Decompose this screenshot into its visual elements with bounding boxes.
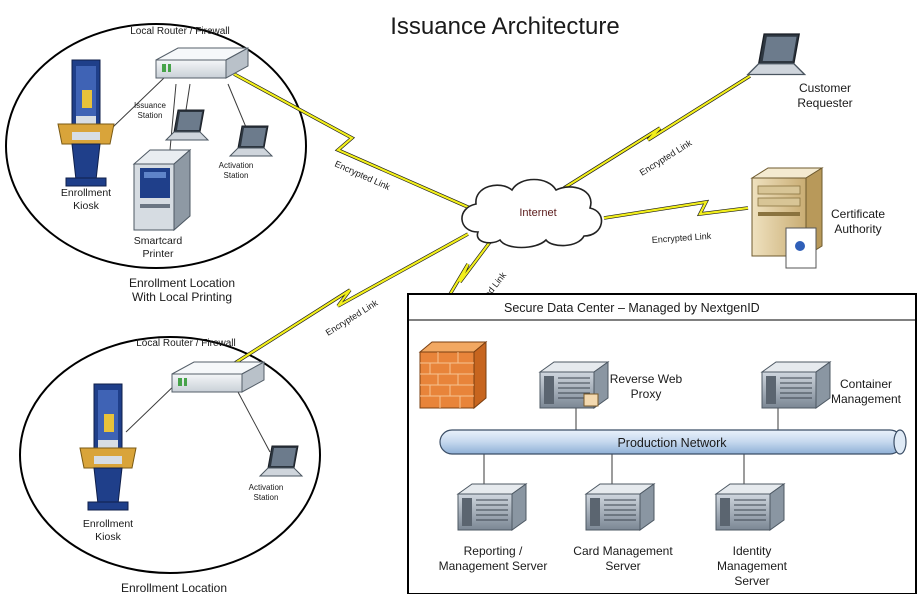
location-2-kiosk-label-line2: Kiosk (95, 531, 121, 543)
reverse-proxy-label-line1: Reverse Web (610, 372, 683, 386)
encrypted-link-ca (603, 200, 749, 220)
location-1-caption-line1: Enrollment Location (129, 276, 235, 290)
card-label-line1: Card Management (573, 544, 673, 558)
customer-label-line2: Requester (797, 96, 852, 110)
encrypted-link-customer (563, 75, 751, 189)
location-1-caption-line2: With Local Printing (132, 290, 232, 304)
location-2-activation-laptop-icon (259, 445, 303, 477)
location-2-lan-lines (125, 379, 271, 453)
smartcard-printer-icon (132, 148, 192, 232)
internet-label: Internet (519, 207, 556, 219)
smartcard-printer-label-line1: Smartcard (134, 235, 183, 247)
location-2-kiosk-label-line1: Enrollment (83, 518, 133, 530)
encrypted-link-location1 (233, 73, 471, 210)
location-1-router-label: Local Router / Firewall (130, 26, 229, 37)
location-1-kiosk-label-line1: Enrollment (61, 187, 111, 199)
location-2-kiosk-icon (79, 383, 137, 511)
location-1-activation-label-line1: Activation (219, 161, 254, 170)
identity-label-line1: Identity (733, 544, 772, 558)
production-network-bus (439, 429, 907, 455)
card-label-line2: Server (605, 559, 640, 573)
location-2-caption: Enrollment Location (121, 581, 227, 594)
issuance-station-label-line2: Station (138, 111, 163, 120)
container-label-line1: Container (840, 377, 892, 391)
location-1-activation-laptop-icon (229, 125, 273, 157)
encrypted-link-label-2: Encrypted Link (638, 137, 694, 177)
encrypted-link-label-4: Encrypted Link (324, 297, 380, 337)
container-management-server-icon (761, 361, 831, 409)
location-2-activation-label-line1: Activation (249, 483, 284, 492)
location-1-activation-label-line2: Station (224, 171, 249, 180)
location-2-router-icon (171, 361, 265, 393)
secure-data-center-title: Secure Data Center – Managed by NextgenI… (504, 301, 760, 315)
reporting-server-icon (457, 483, 527, 531)
diagram-title: Issuance Architecture (390, 13, 619, 40)
smartcard-printer-label-line2: Printer (143, 248, 174, 260)
card-management-server-icon (585, 483, 655, 531)
enrollment-location-2-boundary (19, 336, 321, 574)
identity-label-line3: Server (734, 574, 769, 588)
location-1-kiosk-icon (57, 59, 115, 187)
identity-label-line2: Management (717, 559, 788, 573)
reporting-label-line1: Reporting / (464, 544, 523, 558)
location-1-kiosk-label-line2: Kiosk (73, 200, 99, 212)
container-label-line2: Management (831, 392, 902, 406)
internet-cloud-icon (461, 178, 603, 249)
location-1-router-icon (155, 47, 249, 79)
identity-management-server-icon (715, 483, 785, 531)
production-network-label: Production Network (617, 436, 727, 450)
encrypted-link-location2 (223, 233, 469, 371)
ca-label-line2: Authority (834, 222, 881, 236)
reporting-label-line2: Management Server (439, 559, 548, 573)
customer-label-line1: Customer (799, 81, 851, 95)
enrollment-location-1-boundary (5, 23, 307, 269)
reverse-proxy-label-line2: Proxy (631, 387, 662, 401)
issuance-station-label-line1: Issuance (134, 101, 167, 110)
reverse-proxy-device-icon (583, 393, 599, 407)
location-2-activation-label-line2: Station (254, 493, 279, 502)
customer-laptop-icon (747, 33, 806, 76)
encrypted-link-label-3: Encrypted Link (651, 231, 712, 245)
ca-label-line1: Certificate (831, 207, 885, 221)
encrypted-link-label-1: Encrypted Link (333, 159, 392, 193)
firewall-icon (418, 340, 488, 410)
location-2-router-label: Local Router / Firewall (136, 338, 235, 349)
certificate-authority-server-icon (750, 167, 824, 269)
